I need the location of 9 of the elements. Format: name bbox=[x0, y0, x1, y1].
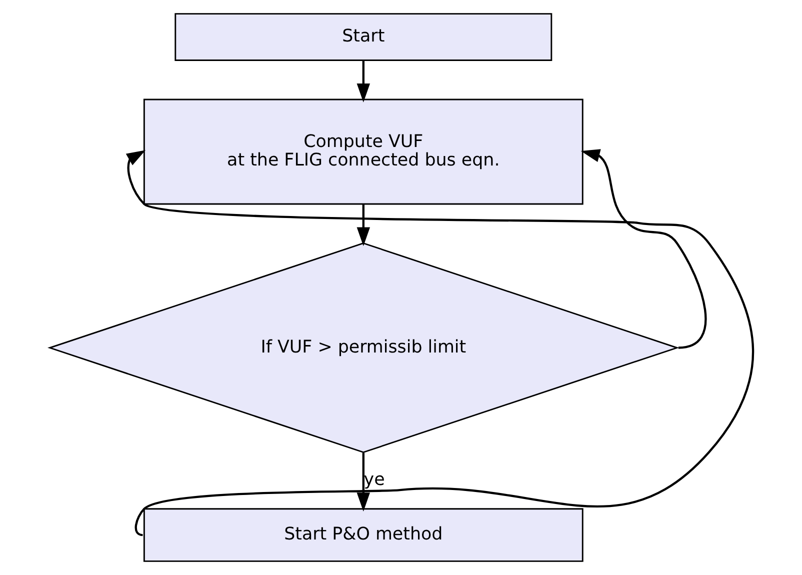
node-box: Start bbox=[174, 13, 552, 62]
node-box: Start P&O method bbox=[142, 508, 583, 562]
node-box: Compute VUF at the FLIG connected bus eqn. bbox=[142, 98, 583, 205]
edge-label: ye bbox=[363, 470, 384, 490]
arrow bbox=[356, 60, 370, 102]
node-diamond: If VUF > permissib limit bbox=[47, 242, 679, 454]
arrow bbox=[356, 204, 370, 246]
arrow bbox=[580, 149, 706, 349]
arrow bbox=[356, 452, 370, 512]
